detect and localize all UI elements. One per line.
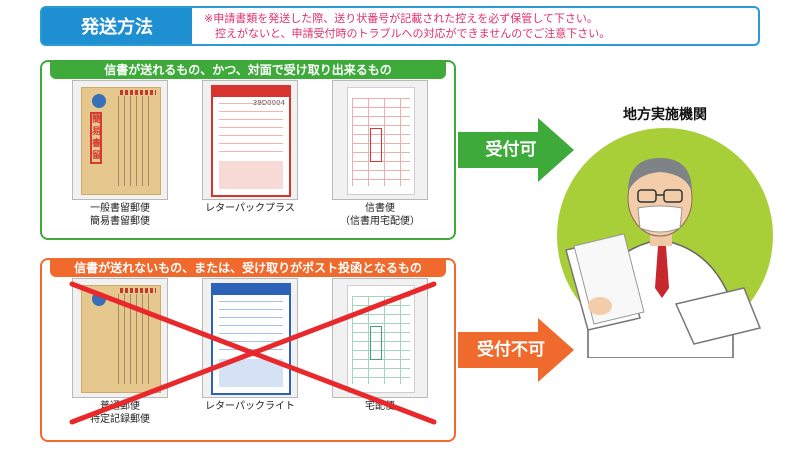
shipping-method-header: 発送方法 ※申請書類を発送した際、送り状番号が記載された控えを必ず保管して下さい… (40, 6, 760, 46)
header-notice: ※申請書類を発送した際、送り状番号が記載された控えを必ず保管して下さい。 控えが… (204, 11, 610, 41)
ordinary-mail-envelope-icon (72, 278, 168, 398)
parcel-delivery-caption: 宅配便 (365, 401, 395, 412)
accepted-arrow: 受付可 (458, 118, 576, 182)
letter-pack-plus-item: 39D0004 レターパックプラス (202, 80, 298, 215)
right-arrow-orange-icon (458, 318, 574, 382)
rejected-panel-title: 信書が送れないもの、または、受け取りがポスト投函となるもの (50, 259, 446, 277)
rejected-arrow: 受付不可 (458, 318, 576, 382)
parcel-delivery-item: 宅配便 (332, 278, 428, 413)
correspondence-delivery-item: 信書便 （信書用宅配便） (332, 80, 428, 228)
letter-pack-plus-icon: 39D0004 (202, 80, 298, 200)
letter-pack-plus-caption: レターパックプラス (205, 203, 295, 214)
letter-pack-light-item: レターパックライト (202, 278, 298, 413)
ordinary-mail-caption: 普通郵便 特定記録郵便 (90, 401, 150, 425)
registered-mail-item: 簡易書留 一般書留郵便 簡易書留郵便 (72, 80, 168, 228)
recipient-title: 地方実施機関 (623, 107, 707, 123)
notice-line-1: ※申請書類を発送した際、送り状番号が記載された控えを必ず保管して下さい。 (204, 12, 598, 25)
letter-pack-light-icon (202, 278, 298, 398)
accepted-panel-title: 信書が送れるもの、かつ、対面で受け取り出来るもの (50, 61, 446, 79)
letter-pack-light-caption: レターパックライト (205, 401, 295, 412)
ordinary-mail-item: 普通郵便 特定記録郵便 (72, 278, 168, 426)
official-reading-documents-icon (565, 158, 762, 358)
section-title: 発送方法 (42, 8, 192, 44)
rejected-label: 受付不可 (477, 340, 545, 360)
accepted-label: 受付可 (485, 140, 537, 160)
accepted-methods-panel: 信書が送れるもの、かつ、対面で受け取り出来るもの 簡易書留 一般書留郵便 簡易書… (40, 60, 456, 240)
registered-mail-caption: 一般書留郵便 簡易書留郵便 (90, 203, 150, 227)
notice-line-2: 控えがないと、申請受付時のトラブルへの対応ができませんのでご注意下さい。 (215, 27, 611, 40)
rejected-methods-panel: 信書が送れないもの、または、受け取りがポスト投函となるもの 普通郵便 特定記録郵… (40, 258, 456, 442)
correspondence-delivery-caption: 信書便 （信書用宅配便） (340, 203, 420, 227)
registered-mail-envelope-icon: 簡易書留 (72, 80, 168, 200)
registered-stamp: 簡易書留 (90, 112, 102, 164)
correspondence-form-icon (332, 80, 428, 200)
parcel-form-icon (332, 278, 428, 398)
right-arrow-green-icon (458, 118, 574, 182)
